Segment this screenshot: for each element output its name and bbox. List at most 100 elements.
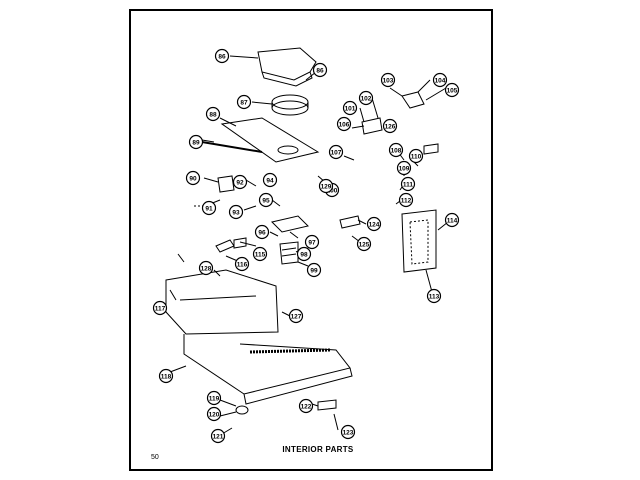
callout-label: 86 [316,68,324,75]
callout-balloon [336,116,352,132]
switch-plate [271,215,309,233]
callout-label: 127 [291,314,302,321]
callout-label: 92 [236,180,244,187]
callout-balloon [396,160,412,176]
access-panel [401,209,437,273]
callout-label: 124 [369,222,380,229]
callout-label: 117 [155,306,166,313]
bottom-clip [317,399,337,411]
callout-balloon [408,148,424,164]
latch-right [361,117,383,135]
callout-balloon [444,212,460,228]
callout-balloon [288,308,304,324]
callout-label: 101 [345,106,356,113]
callout-label: 129 [321,184,332,191]
callout-balloon [262,172,278,188]
callout-label: 105 [447,88,458,95]
callout-label: 103 [383,78,394,85]
callout-balloon [205,106,221,122]
callout-balloon [312,62,328,78]
callout-label: 106 [339,122,350,129]
callout-balloon [206,406,222,422]
callout-balloon [234,256,250,272]
bracket-left [217,175,235,193]
strip-right [339,215,361,229]
callout-label: 116 [237,262,248,269]
callout-balloon [254,224,270,240]
callout-label: 94 [266,178,274,185]
page-number: 50 [151,454,159,461]
callout-balloon [382,118,398,134]
callout-label: 104 [435,78,446,85]
callout-label: 99 [310,268,318,275]
callout-balloon [201,200,217,216]
callout-balloon [228,204,244,220]
callout-balloon [258,192,274,208]
callout-balloon [398,192,414,208]
callout-balloon [198,260,214,276]
callout-label: 96 [258,230,266,237]
callout-label: 97 [308,240,316,247]
callout-label: 114 [447,218,458,225]
callout-balloon [210,428,226,444]
callout-balloon [152,300,168,316]
callout-label: 119 [209,396,220,403]
callout-balloon [318,178,334,194]
grommet [235,405,249,415]
blower-housing [257,47,317,81]
callout-balloon [426,288,442,304]
callout-label: 109 [399,166,410,173]
callout-balloon [400,176,416,192]
callout-label: 126 [385,124,396,131]
callout-label: 111 [403,182,414,189]
callout-balloon [356,236,372,252]
callout-label: 87 [240,100,248,107]
callout-label: 98 [300,252,308,259]
hinge-right [401,91,425,109]
callout-label: 125 [359,242,370,249]
callout-balloon [298,398,314,414]
callout-balloon [158,368,174,384]
callout-label: 95 [262,198,270,205]
callout-label: 122 [301,404,312,411]
connector-a [215,239,235,253]
callout-label: 120 [209,412,220,419]
callout-balloon [188,134,204,150]
callout-balloon [206,390,222,406]
callout-label: 110 [411,154,422,161]
callout-balloon [444,82,460,98]
callout-balloon [214,48,230,64]
callout-label: 121 [213,434,224,441]
callout-label: 128 [201,266,212,273]
diagram-title: INTERIOR PARTS [282,445,354,454]
callout-label: 102 [361,96,372,103]
callout-balloon [304,234,320,250]
callout-label: 86 [218,54,226,61]
callout-balloon [388,142,404,158]
callout-balloon [236,94,252,110]
callout-balloon [358,90,374,106]
callout-balloon [232,174,248,190]
callout-label: 108 [391,148,402,155]
callout-label: 107 [331,150,342,157]
callout-balloon [252,246,268,262]
cavity-floor [183,334,351,395]
mounting-plate [220,117,320,163]
callout-label: 112 [401,198,412,205]
callout-balloon [342,100,358,116]
callout-label: 91 [205,206,213,213]
callout-balloon [306,262,322,278]
callout-label: 88 [209,112,217,119]
callout-label: 90 [189,176,197,183]
callout-label: 113 [429,294,440,301]
cavity-liner [165,269,279,335]
callout-balloon [380,72,396,88]
callout-label: 123 [343,430,354,437]
callout-label: 100 [327,188,338,195]
relay [279,241,299,265]
callout-balloon [340,424,356,440]
callout-balloon [366,216,382,232]
callout-label: 93 [232,210,240,217]
